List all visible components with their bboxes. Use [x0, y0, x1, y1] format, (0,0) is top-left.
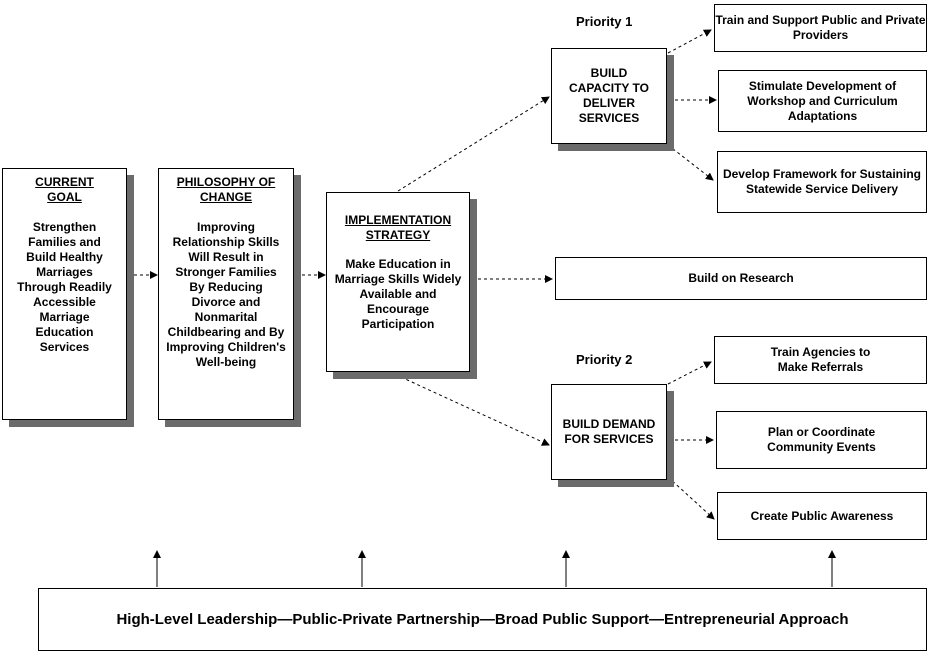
priority2-item-1-text: Train Agencies to Make Referrals — [770, 345, 871, 374]
priority1-box: BUILD CAPACITY TO DELIVER SERVICES — [551, 48, 667, 144]
priority2-item-1: Train Agencies to Make Referrals — [714, 336, 927, 384]
priority2-box: BUILD DEMAND FOR SERVICES — [551, 384, 667, 480]
philosophy-text: Improving Relationship Skills Will Resul… — [166, 220, 286, 369]
priority1-text: BUILD CAPACITY TO DELIVER SERVICES — [568, 66, 649, 125]
priority2-item-3-text: Create Public Awareness — [750, 508, 894, 523]
priority1-item-1-text: Train and Support Public and Private Pro… — [715, 13, 926, 42]
priority1-item-1: Train and Support Public and Private Pro… — [714, 4, 927, 52]
priority1-item-2: Stimulate Development of Workshop and Cu… — [718, 70, 927, 132]
priority2-item-3: Create Public Awareness — [717, 492, 927, 540]
priority1-item-3: Develop Framework for Sustaining Statewi… — [717, 151, 927, 213]
priority2-text: BUILD DEMAND FOR SERVICES — [562, 417, 656, 446]
arrow-implementation-to-priority2 — [389, 371, 550, 446]
priority2-item-2-text: Plan or Coordinate Community Events — [767, 425, 876, 454]
philosophy-box: PHILOSOPHY OF CHANGE Improving Relations… — [158, 168, 294, 420]
arrow-implementation-to-priority1 — [397, 96, 550, 192]
current-goal-title: CURRENT GOAL — [35, 175, 94, 204]
priority1-item-3-text: Develop Framework for Sustaining Statewi… — [722, 167, 922, 196]
current-goal-box: CURRENT GOAL Strengthen Families and Bui… — [2, 168, 127, 420]
arrow-priority1-to-item3 — [667, 144, 714, 181]
arrow-priority2-to-item1 — [667, 361, 712, 385]
arrow-priority2-to-item3 — [667, 476, 715, 520]
implementation-title: IMPLEMENTATION STRATEGY — [344, 213, 452, 242]
foundation-box: High-Level Leadership—Public-Private Par… — [38, 588, 927, 651]
philosophy-title: PHILOSOPHY OF CHANGE — [176, 175, 276, 204]
current-goal-text: Strengthen Families and Build Healthy Ma… — [17, 220, 112, 354]
foundation-text: High-Level Leadership—Public-Private Par… — [116, 611, 849, 628]
implementation-text: Make Education in Marriage Skills Widely… — [334, 257, 462, 331]
priority2-label: Priority 2 — [576, 352, 633, 367]
arrow-priority1-to-item1 — [667, 29, 712, 54]
priority2-item-2: Plan or Coordinate Community Events — [716, 411, 927, 469]
priority1-item-2-text: Stimulate Development of Workshop and Cu… — [747, 78, 898, 123]
implementation-box: IMPLEMENTATION STRATEGY Make Education i… — [326, 192, 470, 372]
research-box: Build on Research — [555, 257, 927, 300]
research-text: Build on Research — [688, 271, 794, 285]
priority1-label: Priority 1 — [576, 14, 633, 29]
